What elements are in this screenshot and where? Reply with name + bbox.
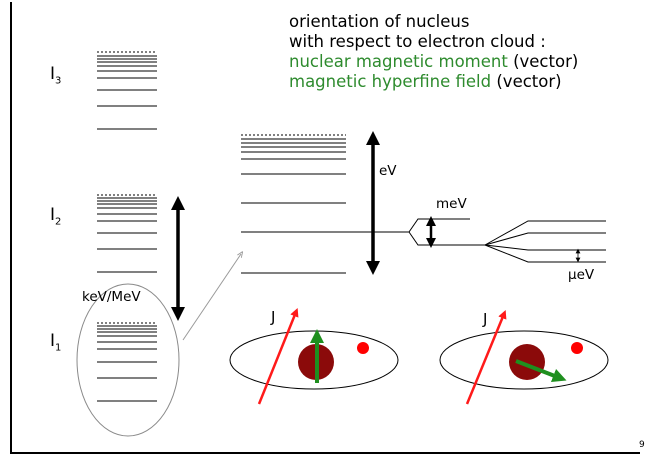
level-label-i1: I1 bbox=[50, 331, 62, 354]
level-stack-i3 bbox=[97, 51, 157, 130]
i1-highlight-ellipse bbox=[76, 283, 180, 437]
j-vector-left bbox=[257, 307, 299, 405]
uev-label: μeV bbox=[568, 267, 595, 283]
vector-suffix-1: (vector) bbox=[507, 52, 579, 71]
description-line-3: nuclear magnetic moment (vector) bbox=[289, 52, 578, 72]
nucleus-scene-right bbox=[439, 309, 609, 405]
description-line-2: with respect to electron cloud : bbox=[289, 32, 546, 51]
j-label-right: J bbox=[483, 310, 488, 328]
kev-mev-label: keV/MeV bbox=[82, 289, 141, 305]
ev-label: eV bbox=[379, 163, 397, 179]
mev-label: meV bbox=[436, 196, 467, 212]
moment-vector-right bbox=[515, 359, 567, 383]
j-vector-right bbox=[465, 309, 507, 405]
description-line-1: orientation of nucleus bbox=[289, 12, 470, 31]
level-label-i2: I2 bbox=[50, 205, 62, 228]
level-stack-i1 bbox=[97, 322, 157, 402]
electron-left bbox=[357, 342, 369, 354]
slide-frame bbox=[10, 2, 640, 454]
vector-suffix-2: (vector) bbox=[491, 72, 562, 91]
electron-right bbox=[571, 342, 583, 354]
j-label-left: J bbox=[271, 308, 276, 326]
mev-splitting bbox=[408, 218, 470, 246]
magnetic-hyperfine-field-text: magnetic hyperfine field bbox=[289, 72, 492, 91]
level-stack-zoom bbox=[241, 134, 409, 274]
description-text: orientation of nucleus with respect to e… bbox=[289, 12, 578, 92]
zoom-arrow bbox=[182, 254, 241, 341]
level-stack-i2 bbox=[97, 194, 157, 273]
nuclear-magnetic-moment-text: nuclear magnetic moment bbox=[289, 52, 508, 71]
page-number: 9 bbox=[639, 440, 645, 450]
nucleus-right bbox=[509, 344, 545, 380]
description-line-4: magnetic hyperfine field (vector) bbox=[289, 72, 578, 92]
level-label-i3: I3 bbox=[50, 64, 62, 87]
uev-splitting bbox=[470, 220, 606, 263]
nucleus-scene-left bbox=[229, 307, 399, 405]
